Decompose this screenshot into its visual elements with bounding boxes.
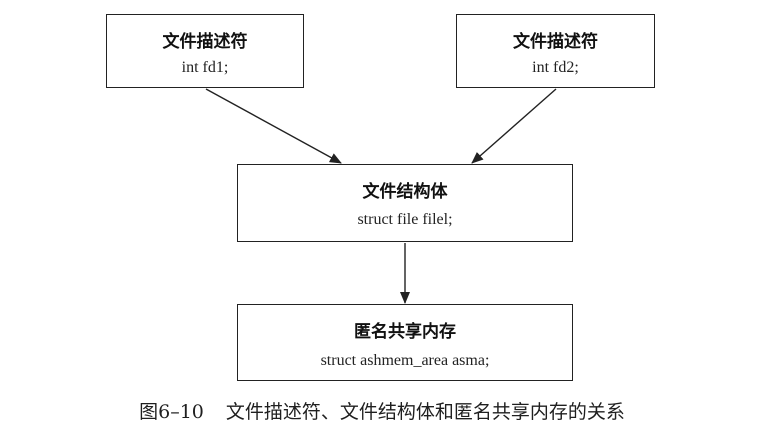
node-title: 文件描述符 xyxy=(513,32,598,52)
node-title: 文件结构体 xyxy=(362,182,448,202)
node-title: 文件描述符 xyxy=(162,32,248,52)
node-code: struct ashmem_area asma; xyxy=(320,352,490,369)
node-file-descriptor-fd1: 文件描述符 int fd1; xyxy=(106,14,304,88)
node-file-struct: 文件结构体 struct file filel; xyxy=(237,164,573,242)
edge-fd1-to-file xyxy=(205,88,342,164)
node-title: 匿名共享内存 xyxy=(354,322,456,342)
node-code: int fd1; xyxy=(181,59,229,76)
figure-caption: 图6–10 文件描述符、文件结构体和匿名共享内存的关系 xyxy=(0,400,764,424)
node-code: int fd2; xyxy=(532,59,579,76)
figure-caption-text: 文件描述符、文件结构体和匿名共享内存的关系 xyxy=(225,401,625,423)
node-file-descriptor-fd2: 文件描述符 int fd2; xyxy=(456,14,655,88)
figure-number: 图6–10 xyxy=(139,401,204,423)
edge-fd2-to-file xyxy=(471,88,557,164)
node-code: struct file filel; xyxy=(357,211,453,228)
node-anonymous-shared-memory: 匿名共享内存 struct ashmem_area asma; xyxy=(237,304,573,381)
